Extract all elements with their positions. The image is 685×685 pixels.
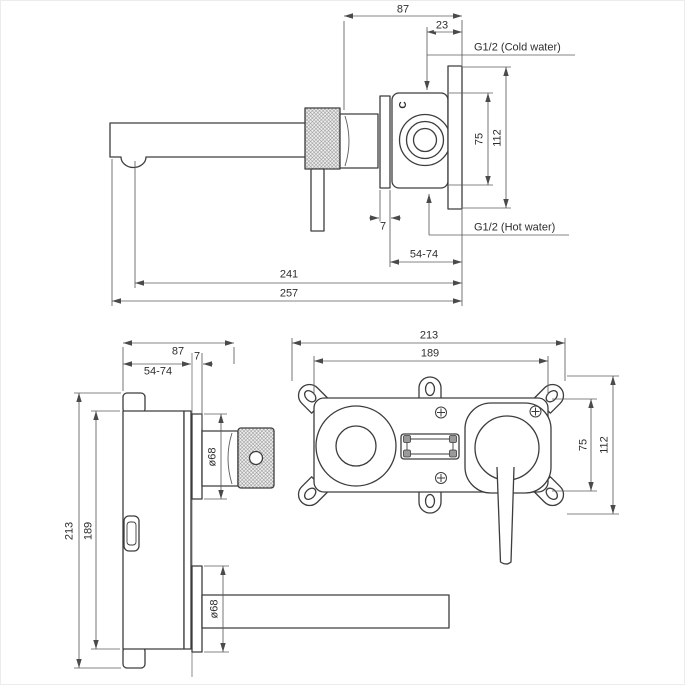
dim-23: 23 [433,19,451,32]
dim-213-side: 213 [63,519,76,543]
side-view-dimensions [74,340,235,669]
dim-189-front: 189 [418,347,442,360]
spout-port [315,405,397,487]
cartridge-window [400,433,460,460]
screws [435,405,542,484]
dim-257: 257 [277,287,301,300]
spout-front [201,594,450,629]
front-view [297,376,565,565]
dim-75-top: 75 [473,130,486,148]
spout-side [109,122,307,169]
top-view [109,65,463,232]
box-bottom-tab [122,646,146,669]
escutcheon-side [379,95,391,189]
dim-54-74-side: 54-74 [141,365,175,378]
box-top-tab [122,392,146,414]
cold-water-label: G1/2 (Cold water) [474,41,561,54]
set-screw-hole [248,450,264,466]
dim-241: 241 [277,268,301,281]
box-clip [123,515,140,552]
handle-lever [310,168,325,232]
front-view-dimensions [291,338,619,515]
spout-escutcheon [191,565,203,653]
dim-7-top: 7 [377,220,389,233]
roughin-flange [447,65,463,210]
dim-189-side: 189 [82,519,95,543]
lever-front [496,466,515,565]
handle-knurl [304,107,341,170]
hot-water-label: G1/2 (Hot water) [474,221,556,234]
dia-68-handle: ø68 [206,445,219,469]
dim-213-front: 213 [417,329,441,342]
top-view-dimensions [111,13,575,306]
dim-54-74-top: 54-74 [407,248,441,261]
handle-escutcheon [191,413,203,500]
dim-7-side: 7 [192,350,202,363]
dia-68-spout: ø68 [208,597,221,621]
handle-sleeve [339,113,379,169]
mounting-lugs [297,376,565,514]
cold-port-marking: C [398,101,409,109]
dim-87-top: 87 [394,3,412,16]
dim-87-side: 87 [169,345,187,358]
box-front-plate [183,410,192,650]
dim-112-front: 112 [598,434,611,456]
dim-112-top: 112 [491,127,504,149]
dim-75-front: 75 [577,436,590,454]
